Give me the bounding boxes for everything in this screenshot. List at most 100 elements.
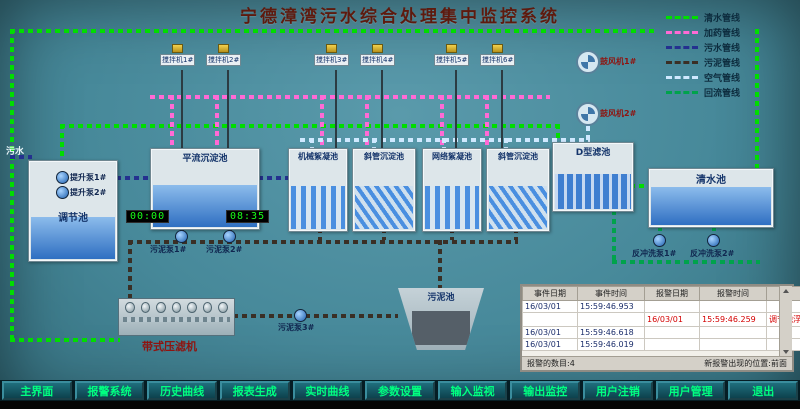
- nav-button-parameter-settings[interactable]: 参数设置: [365, 381, 435, 400]
- pipe-dosing-drop-3: [320, 95, 324, 148]
- alarm-col-alarm-time[interactable]: 报警时间: [699, 286, 767, 301]
- tank-label: 污泥池: [427, 293, 455, 303]
- alarm-panel[interactable]: 事件日期 事件时间 报警日期 报警时间 16/03/01 15:59:46.95…: [520, 284, 800, 372]
- mixer-4[interactable]: 搅拌机4#: [360, 44, 396, 66]
- water-fill: [651, 187, 771, 225]
- nav-button-alarm-system[interactable]: 报警系统: [74, 381, 145, 400]
- tank-label: 调节池: [58, 213, 88, 224]
- alarm-row[interactable]: 16/03/01 15:59:46.618: [522, 326, 800, 339]
- blower-1-fan-icon[interactable]: [576, 50, 600, 74]
- mixer-motor-icon: [172, 44, 184, 53]
- legend-item-dosing: 加药管线: [666, 25, 740, 40]
- mixer-shaft: [455, 70, 457, 148]
- backwash-pump-2-icon[interactable]: [707, 234, 720, 247]
- alarm-col-event-time[interactable]: 事件时间: [577, 286, 645, 301]
- cell: [644, 300, 700, 313]
- roller-icon: [218, 302, 229, 313]
- backwash-pump-1-icon[interactable]: [653, 234, 666, 247]
- tank-mechanical-flocculation[interactable]: 机械絮凝池: [288, 148, 348, 232]
- tank-inclined-sedimentation-2[interactable]: 斜管沉淀池: [486, 148, 550, 232]
- pipe-swatch: [666, 76, 698, 79]
- pipe-clean-top: [10, 29, 658, 33]
- belt-press-label: 带式压滤机: [142, 340, 197, 353]
- pipe-sludge-drop-4: [382, 228, 386, 240]
- nav-button-exit[interactable]: 退出: [728, 381, 799, 400]
- water-fill: [291, 186, 345, 229]
- tank-label: 斜管沉淀池: [364, 152, 404, 161]
- tank-label: 平流沉淀池: [182, 154, 228, 164]
- mixer-motor-icon: [372, 44, 384, 53]
- tank-d-filter[interactable]: D型滤池: [552, 142, 634, 212]
- nav-button-input-monitor[interactable]: 输入监视: [437, 381, 508, 400]
- cell: 16/03/01: [522, 326, 578, 339]
- pipe-swatch: [666, 31, 698, 34]
- lift-pump-1-icon[interactable]: [56, 171, 69, 184]
- cell: 15:59:46.019: [577, 338, 645, 351]
- nav-button-report-generate[interactable]: 报表生成: [219, 381, 290, 400]
- mixer-5[interactable]: 搅拌机5#: [434, 44, 470, 66]
- mixer-3[interactable]: 搅拌机3#: [314, 44, 350, 66]
- tank-clear-water[interactable]: 清水池: [648, 168, 774, 228]
- pipe-sludge-main: [128, 240, 518, 244]
- blower-2-fan-icon[interactable]: [576, 102, 600, 126]
- alarm-position-label: 新报警出现的位置:前面: [704, 359, 787, 368]
- mixer-shaft: [181, 70, 183, 148]
- press-belt: [123, 317, 230, 322]
- mixer-motor-icon: [446, 44, 458, 53]
- nav-button-output-monitor[interactable]: 输出监控: [510, 381, 581, 400]
- screen-bottom-strip: [0, 401, 800, 409]
- mixer-2[interactable]: 搅拌机2#: [206, 44, 242, 66]
- sludge-pump-1-label: 污泥泵1#: [150, 245, 187, 254]
- pipe-swatch: [666, 61, 698, 64]
- cell: 15:59:46.259: [699, 312, 767, 327]
- mixer-1[interactable]: 搅拌机1#: [160, 44, 196, 66]
- legend-label: 空气管线: [704, 74, 741, 84]
- sludge-pump-3-icon[interactable]: [294, 309, 307, 322]
- legend-label: 污水管线: [704, 44, 741, 54]
- belt-filter-press[interactable]: [118, 298, 235, 336]
- mixer-6[interactable]: 搅拌机6#: [480, 44, 516, 66]
- pipe-dosing-drop-4: [365, 95, 369, 148]
- pipe-sewage-2: [258, 176, 290, 180]
- cell: [699, 338, 767, 351]
- alarm-col-alarm-date[interactable]: 报警日期: [644, 286, 700, 301]
- cell: [644, 326, 700, 339]
- pipe-clean-bottom-left: [10, 338, 120, 342]
- sludge-pump-3-label: 污泥泵3#: [278, 323, 315, 332]
- sludge-pump-1-icon[interactable]: [175, 230, 188, 243]
- alarm-scrollbar[interactable]: [779, 286, 792, 357]
- nav-button-history-curve[interactable]: 历史曲线: [147, 381, 217, 400]
- roller-icon: [202, 302, 213, 313]
- tank-label: 机械絮凝池: [298, 152, 338, 161]
- alarm-row-active[interactable]: 16/03/01 15:59:46.259 调节池浮球: [522, 312, 800, 327]
- sludge-pump-2-icon[interactable]: [223, 230, 236, 243]
- mixer-label: 搅拌机3#: [314, 54, 350, 66]
- pipe-clean-filter-to-clearwell: [630, 184, 652, 188]
- sludge-pump-2-label: 污泥泵2#: [206, 245, 243, 254]
- mixer-shaft: [335, 70, 337, 148]
- alarm-table[interactable]: 事件日期 事件时间 报警日期 报警时间 16/03/01 15:59:46.95…: [522, 286, 800, 351]
- nav-button-realtime-curve[interactable]: 实时曲线: [292, 381, 363, 400]
- tank-net-flocculation[interactable]: 网络絮凝池: [422, 148, 482, 232]
- nav-button-user-management[interactable]: 用户管理: [655, 381, 726, 400]
- mixer-label: 搅拌机4#: [360, 54, 396, 66]
- tank-label: 清水池: [696, 175, 726, 186]
- alarm-row[interactable]: 16/03/01 15:59:46.019: [522, 338, 800, 351]
- pipe-clean-interconnect: [60, 124, 560, 128]
- pipe-swatch: [666, 46, 698, 49]
- lift-pump-1-label: 提升泵1#: [70, 173, 107, 182]
- mixer-shaft: [227, 70, 229, 148]
- legend-label: 清水管线: [704, 14, 741, 24]
- tank-inclined-sedimentation-1[interactable]: 斜管沉淀池: [352, 148, 416, 232]
- nav-button-user-logout[interactable]: 用户注销: [583, 381, 653, 400]
- cell: 15:59:46.618: [577, 326, 645, 339]
- pipe-sludge-drop-5: [450, 228, 454, 240]
- tank-regulation[interactable]: 调节池: [28, 160, 118, 262]
- lift-pump-2-icon[interactable]: [56, 186, 69, 199]
- nav-button-main[interactable]: 主界面: [2, 381, 72, 400]
- tank-sludge[interactable]: 污泥池: [398, 288, 484, 350]
- mixer-motor-icon: [492, 44, 504, 53]
- alarm-col-event-date[interactable]: 事件日期: [522, 286, 578, 301]
- alarm-row[interactable]: 16/03/01 15:59:46.953: [522, 300, 800, 313]
- water-fill: [425, 186, 479, 229]
